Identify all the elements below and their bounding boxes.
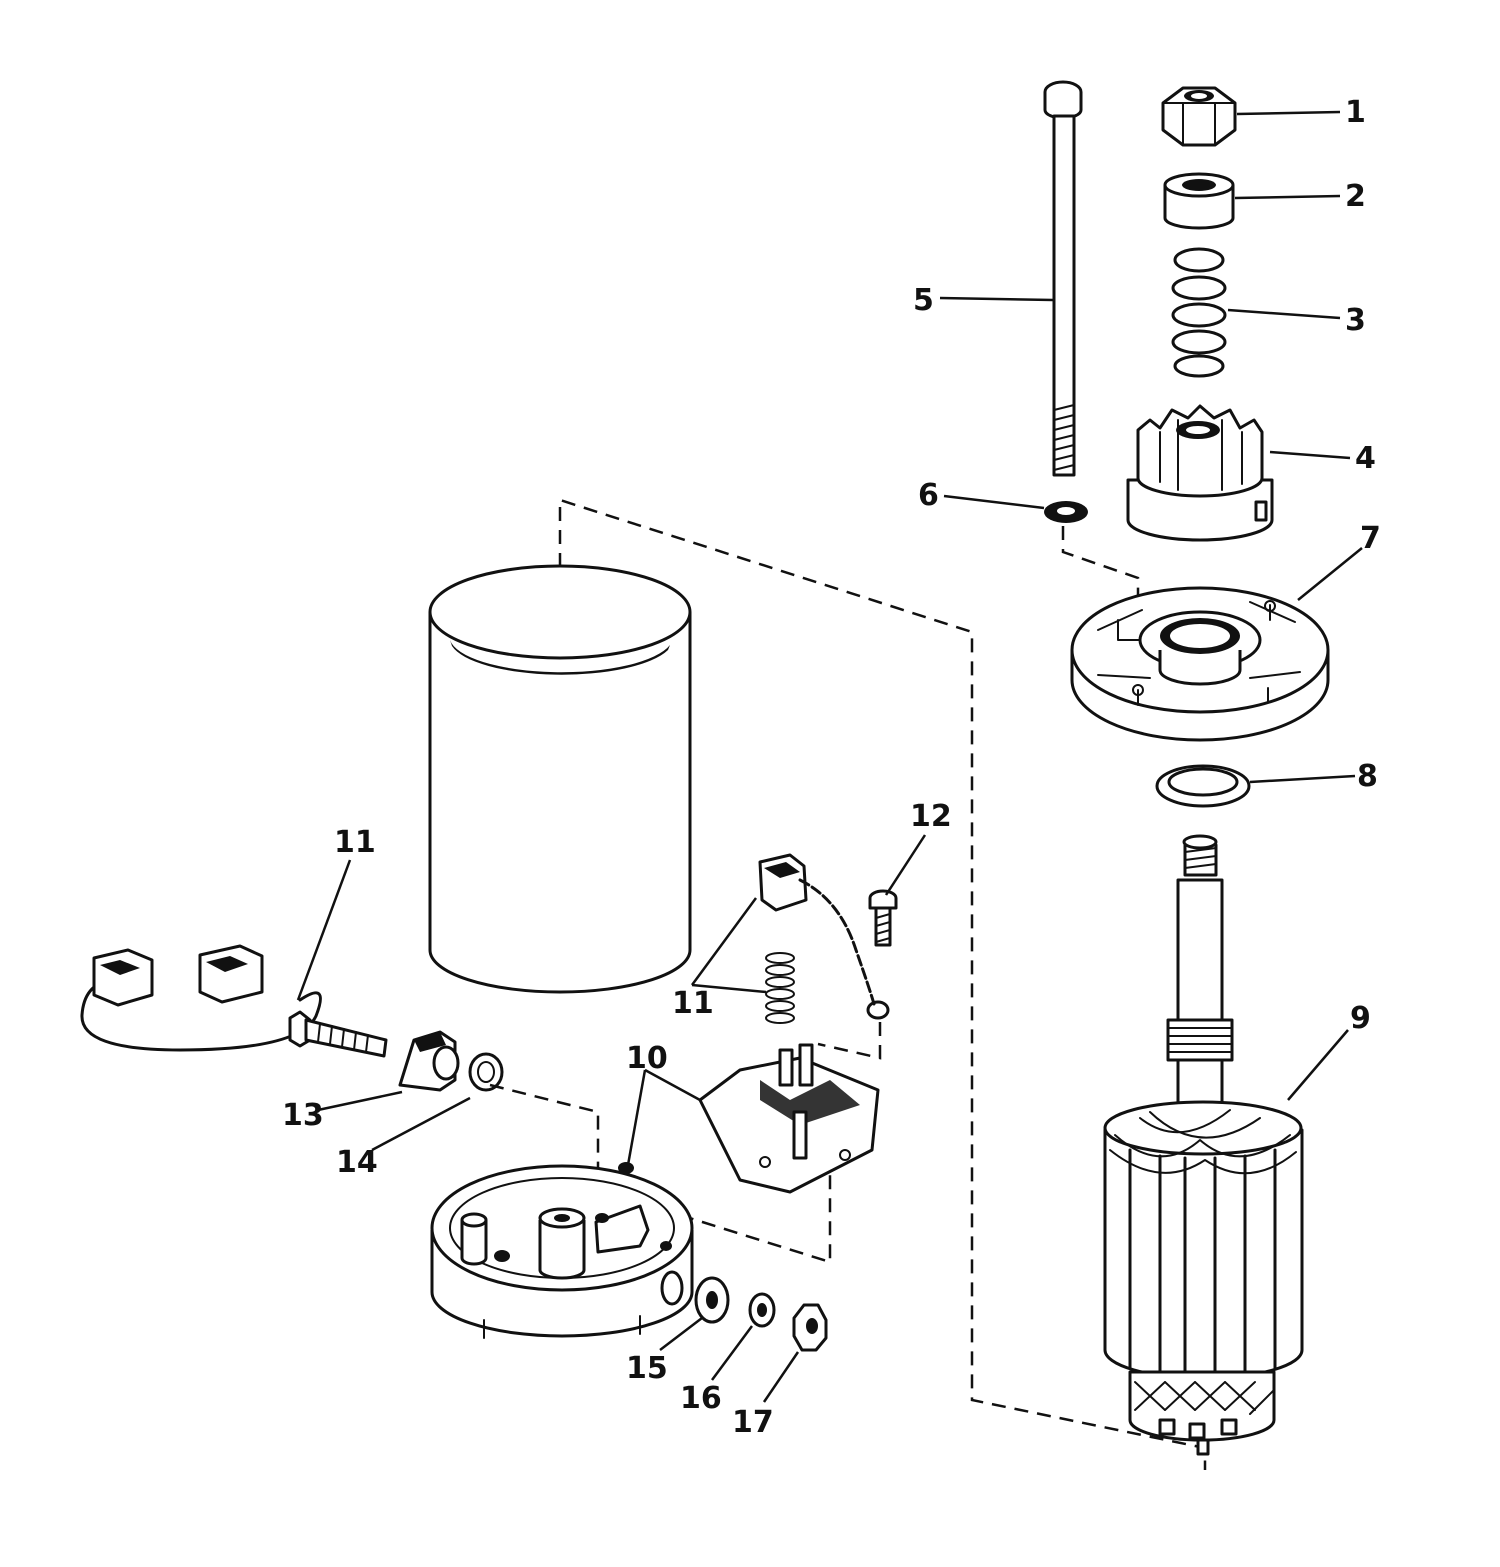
lock-washer-icon — [1044, 501, 1088, 523]
callout-7: 7 — [1360, 521, 1381, 556]
callout-12: 12 — [910, 799, 952, 834]
spring-icon — [1171, 247, 1227, 378]
callout-15: 15 — [626, 1351, 668, 1386]
hex-nut-icon — [792, 1303, 828, 1352]
callout-14: 14 — [336, 1145, 378, 1180]
brush-holder-icon — [698, 1043, 880, 1194]
field-frame-icon — [428, 564, 692, 994]
armature-windings — [1109, 1109, 1297, 1382]
callout-10: 10 — [626, 1041, 668, 1076]
callout-1: 1 — [1345, 95, 1366, 130]
callout-8: 8 — [1357, 759, 1378, 794]
bolt-threads — [1053, 404, 1075, 471]
lock-washer-icon — [748, 1292, 776, 1328]
screw-icon — [868, 889, 898, 947]
callout-11-left: 11 — [334, 825, 376, 860]
thru-bolt-icon — [1043, 80, 1083, 477]
hex-nut-icon — [1161, 86, 1237, 147]
callout-16: 16 — [680, 1381, 722, 1416]
callout-6: 6 — [918, 478, 939, 513]
callout-4: 4 — [1355, 441, 1376, 476]
end-cap-icon — [1070, 586, 1330, 742]
callout-3: 3 — [1345, 303, 1366, 338]
callout-11-right: 11 — [672, 986, 714, 1021]
commutator-end-head-icon — [430, 1162, 694, 1339]
thrust-washer-icon — [1155, 764, 1251, 808]
callout-17: 17 — [732, 1405, 774, 1440]
brush-set-icon — [80, 944, 388, 1058]
leader-lines — [296, 110, 1363, 1403]
callout-labels: 1 2 3 4 5 6 7 8 9 10 11 11 12 13 14 15 1… — [282, 95, 1381, 1440]
drive-pinion-icon — [1126, 404, 1274, 542]
callout-2: 2 — [1345, 179, 1366, 214]
washer-icon — [468, 1052, 504, 1092]
brush-spring-icon — [758, 853, 890, 1024]
callout-5: 5 — [913, 283, 934, 318]
callout-9: 9 — [1350, 1001, 1371, 1036]
callout-13: 13 — [282, 1098, 324, 1133]
washer-icon — [694, 1276, 730, 1324]
terminal-insulator-icon — [398, 1030, 460, 1092]
commutator-bars — [1134, 1381, 1275, 1415]
armature-icon — [1103, 834, 1304, 1456]
spacer-icon — [1163, 172, 1235, 230]
